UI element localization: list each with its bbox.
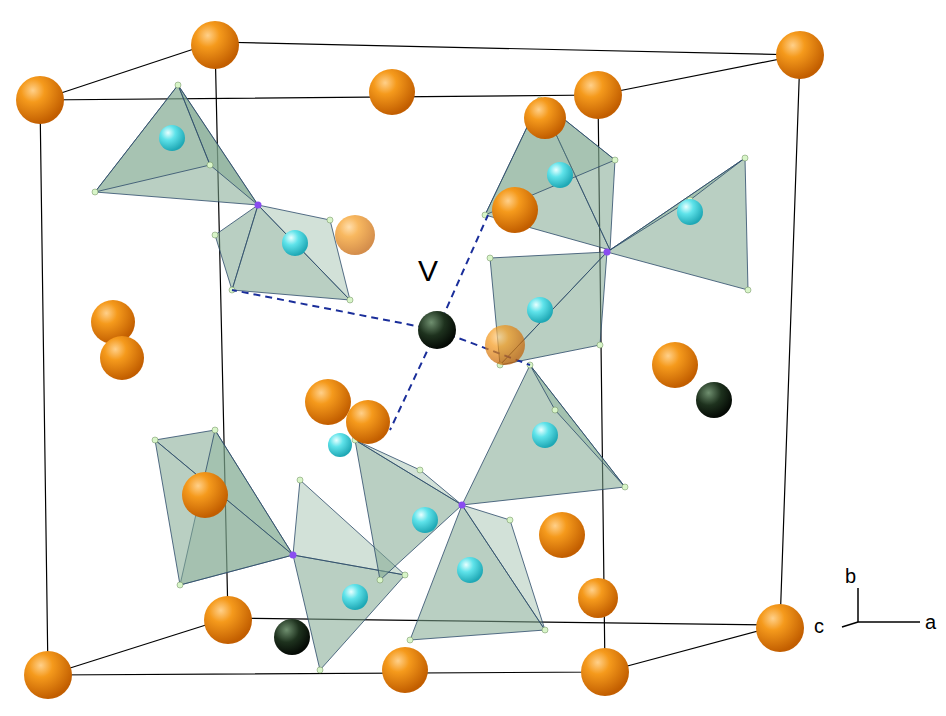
axis-label: c bbox=[814, 616, 824, 636]
axis-label: b bbox=[845, 566, 856, 586]
axis-label: a bbox=[925, 612, 936, 632]
atom-label: V bbox=[418, 256, 438, 286]
